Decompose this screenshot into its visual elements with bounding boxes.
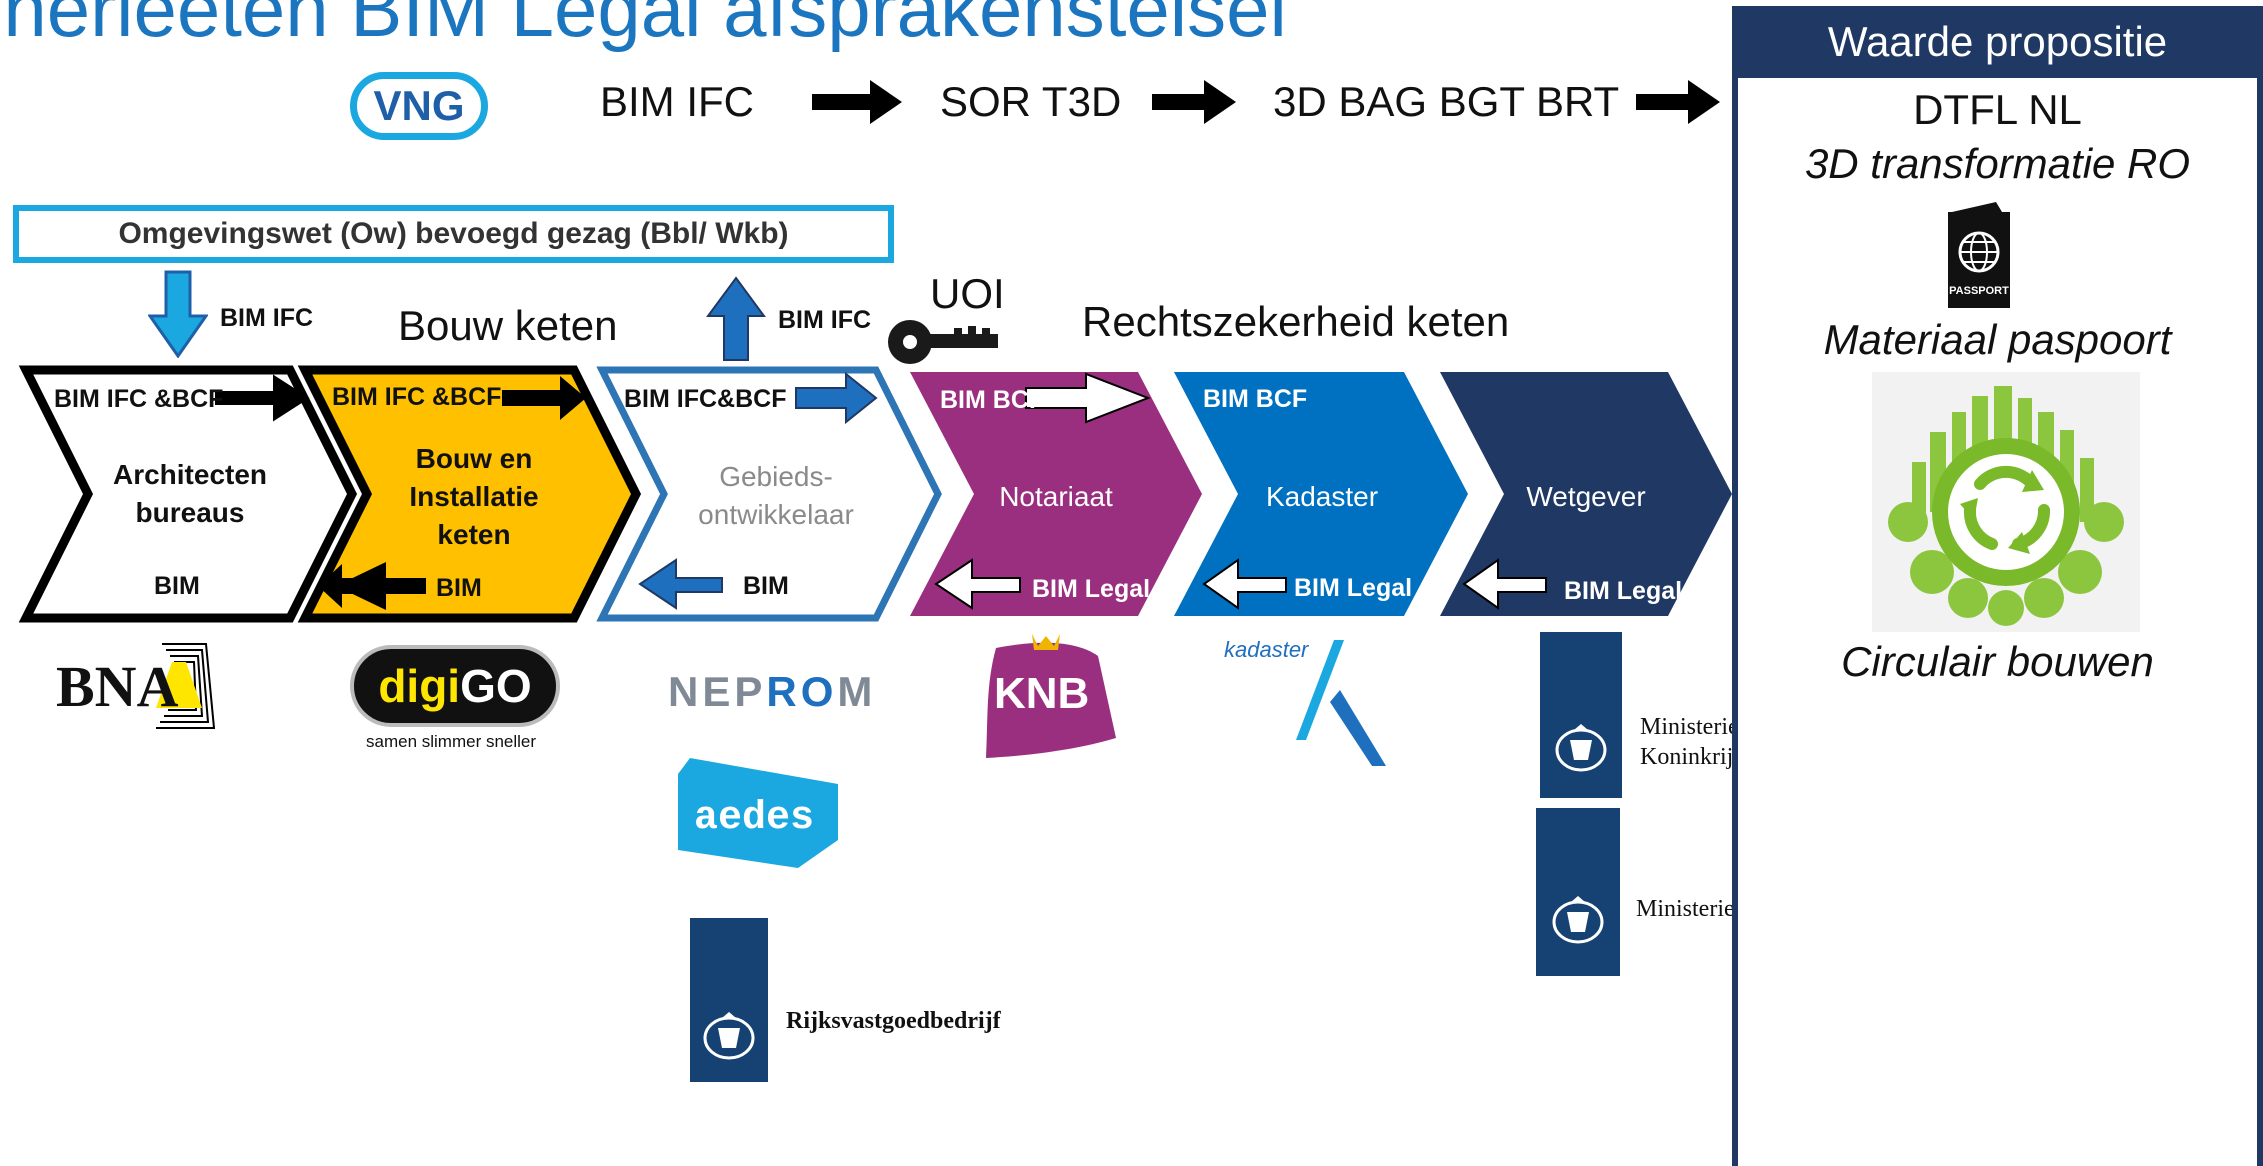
chevron-5-name: Kadaster <box>1265 481 1379 512</box>
chevron-3-line-1: Gebieds- <box>719 461 833 492</box>
panel-line-materiaal-paspoort: Materiaal paspoort <box>1823 316 2172 363</box>
panel-header: Waarde propositie <box>1732 6 2263 78</box>
arrow-right-1 <box>215 374 310 422</box>
rechtszekerheid-keten-heading: Rechtszekerheid keten <box>1082 298 1510 345</box>
bouw-keten-heading: Bouw keten <box>398 302 618 349</box>
arrow-left-4 <box>934 558 1021 610</box>
rijksvastgoedbedrijf-label: Rijksvastgoedbedrijf <box>786 1008 1001 1034</box>
chevron-4-top: BIM BCF <box>940 386 1045 414</box>
digigo-logo: digiGO <box>350 645 560 727</box>
kadaster-logo-text: kadaster <box>1224 637 1309 662</box>
chevron-notariaat <box>910 372 1202 616</box>
chevron-3-top: BIM IFC&BCF <box>624 385 787 413</box>
arrow-right-3 <box>795 371 878 425</box>
chevron-wetgever <box>1440 372 1732 616</box>
page-title: enerieeten BIM Legal afsprakenstelsel <box>0 0 1287 53</box>
rijksvastgoedbedrijf-emblem <box>690 918 768 1082</box>
chevron-2-line-2: Installatie <box>409 481 539 512</box>
knb-logo-text: KNB <box>994 669 1089 718</box>
chevron-6-bottom: BIM Legal <box>1564 577 1683 605</box>
chevron-3-name: Gebieds- ontwikkelaar <box>666 458 886 534</box>
chevron-3-line-2: ontwikkelaar <box>698 499 854 530</box>
chevron-5-top: BIM BCF <box>1203 385 1308 413</box>
lion-crest-icon-bzk <box>1555 724 1607 772</box>
panel-line-dtfl: DTFL NL <box>1913 86 2082 133</box>
chevron-kadaster <box>1174 372 1468 616</box>
omgevingswet-box: Omgevingswet (Ow) bevoegd gezag (Bbl/ Wk… <box>13 205 894 263</box>
chevron-4-bottom: BIM Legal <box>1032 575 1151 603</box>
chevron-1-top: BIM IFC &BCF <box>54 385 224 413</box>
chevron-3-bottom: BIM <box>743 572 789 600</box>
chevron-2-line-1: Bouw en <box>415 443 533 474</box>
arrow-left-5 <box>1202 558 1287 610</box>
flow-step-sor-t3d: SOR T3D <box>940 78 1122 125</box>
vng-logo: VNG <box>350 72 488 140</box>
arrow-right-4 <box>1025 372 1151 424</box>
ministerie-jv-emblem <box>1536 808 1620 976</box>
passport-icon: PASSPORT <box>1948 202 2010 308</box>
bna-logo-text: BNA <box>56 654 179 719</box>
flow-arrow-3 <box>1636 80 1720 124</box>
flow-step-3d-bag: 3D BAG BGT BRT <box>1273 78 1620 125</box>
aedes-logo-text: aedes <box>694 796 814 841</box>
chevron-2-line-3: keten <box>437 519 511 550</box>
chevron-1-name: Architecten bureaus <box>90 456 290 532</box>
circular-city-icon <box>1872 372 2140 632</box>
arrow-left-2 <box>336 562 426 610</box>
kadaster-logo-mark <box>1296 640 1386 766</box>
panel-line-circulair-bouwen: Circulair bouwen <box>1841 638 2154 685</box>
chevron-2-name: Bouw en Installatie keten <box>374 440 574 554</box>
arrow-left-6 <box>1462 558 1547 610</box>
chevron-gebiedsontwikkelaar <box>596 366 942 622</box>
arrow-left-3 <box>638 558 723 610</box>
lion-crest-icon <box>703 1012 755 1060</box>
flow-step-bim-ifc: BIM IFC <box>600 78 754 125</box>
vng-logo-text: VNG <box>373 82 465 129</box>
bim-ifc-up-label: BIM IFC <box>778 306 872 334</box>
chevron-1-bottom: BIM <box>154 572 200 600</box>
digigo-logo-text: digiGO <box>378 660 532 712</box>
up-arrow <box>706 276 766 361</box>
chevron-bouw <box>297 365 642 623</box>
passport-text: PASSPORT <box>1949 285 2009 297</box>
chevron-2-bottom: BIM <box>436 574 482 602</box>
chevron-5-bottom: BIM Legal <box>1294 574 1413 602</box>
chevron-6-name: Wetgever <box>1526 481 1646 512</box>
down-arrow <box>148 270 208 358</box>
chevron-2-top: BIM IFC &BCF <box>332 383 502 411</box>
uoi-label: UOI <box>930 270 1005 317</box>
arrow-right-2 <box>502 376 586 420</box>
chevron-1-line-1: Architecten <box>112 459 268 490</box>
chevron-1-line-2: bureaus <box>135 497 245 528</box>
panel-line-3d-transformatie: 3D transformatie RO <box>1804 140 2191 187</box>
lion-crest-icon-jv <box>1552 896 1604 944</box>
bna-logo: BNA <box>56 643 216 729</box>
knb-logo: KNB <box>986 634 1116 758</box>
neprom-logo: NEPROM <box>668 668 877 715</box>
flow-arrow-1 <box>812 80 902 124</box>
chevron-architecten <box>18 365 358 623</box>
digigo-tagline: samen slimmer sneller <box>366 732 537 751</box>
chevron-4-name: Notariaat <box>999 481 1113 512</box>
key-icon <box>888 320 998 364</box>
chevron-row <box>18 365 1732 623</box>
bim-ifc-down-label: BIM IFC <box>220 304 314 332</box>
aedes-logo: aedes <box>678 758 838 868</box>
flow-arrow-2 <box>1152 80 1236 124</box>
